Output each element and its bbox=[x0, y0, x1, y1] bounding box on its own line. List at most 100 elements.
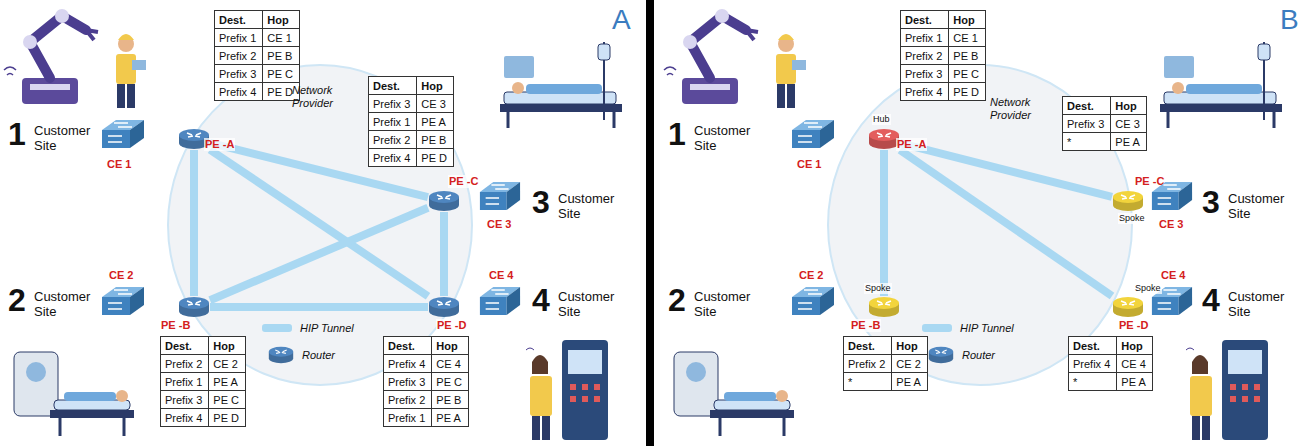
pe-router: PE -B bbox=[178, 296, 210, 318]
table-cell: Prefix 2 bbox=[384, 391, 431, 409]
site-label: Customer Site bbox=[558, 290, 630, 320]
pe-router: SpokePE -D bbox=[1112, 296, 1144, 318]
ce-switch: CE 2 bbox=[100, 285, 146, 317]
table-cell: PE A bbox=[431, 409, 468, 426]
routing-table: Dest.HopPrefix 4CE 4Prefix 3PE CPrefix 2… bbox=[383, 336, 469, 427]
table-cell: Prefix 4 bbox=[901, 83, 948, 100]
switch-icon bbox=[790, 118, 836, 150]
pe-router: SpokePE -B bbox=[868, 296, 900, 318]
role-label: Hub bbox=[872, 114, 891, 125]
device-label: PE -A bbox=[896, 138, 927, 151]
routing-table: Dest.HopPrefix 2CE 2*PE A bbox=[843, 336, 928, 391]
legend-item: HIP Tunnel bbox=[922, 322, 1014, 334]
ce-switch: CE 1 bbox=[100, 118, 146, 150]
legend-text: HIP Tunnel bbox=[300, 322, 354, 334]
site-label: Customer Site bbox=[558, 192, 630, 222]
table-cell: Prefix 2 bbox=[215, 47, 262, 65]
table-cell: Prefix 3 bbox=[161, 391, 208, 409]
routing-table: Dest.HopPrefix 3CE 3Prefix 1PE APrefix 2… bbox=[368, 76, 454, 167]
site-number: 4 bbox=[532, 284, 550, 316]
table-cell: Prefix 3 bbox=[901, 65, 948, 83]
legend-symbol bbox=[268, 346, 294, 364]
table-cell: * bbox=[1063, 133, 1110, 150]
region-label: Network Provider bbox=[292, 84, 362, 109]
ce-switch: CE 3 bbox=[1150, 180, 1194, 212]
table-cell: Prefix 3 bbox=[1063, 115, 1110, 133]
table-cell: CE 1 bbox=[948, 29, 985, 47]
router-icon bbox=[1112, 296, 1144, 318]
device-label: PE -D bbox=[1118, 319, 1149, 332]
pe-router: PE -C bbox=[428, 190, 460, 212]
table-cell: Prefix 1 bbox=[384, 409, 431, 426]
legend-text: Router bbox=[302, 349, 335, 361]
table-header: Hop bbox=[891, 337, 926, 355]
table-cell: PE C bbox=[431, 373, 468, 391]
table-cell: PE A bbox=[416, 113, 453, 131]
table-header: Dest. bbox=[1069, 337, 1116, 355]
site-number: 3 bbox=[1202, 186, 1220, 218]
table-cell: Prefix 1 bbox=[369, 113, 416, 131]
switch-icon bbox=[790, 285, 836, 317]
table-cell: Prefix 4 bbox=[369, 149, 416, 166]
routing-table: Dest.HopPrefix 1CE 1Prefix 2PE BPrefix 3… bbox=[900, 10, 986, 101]
site-number: 1 bbox=[668, 118, 686, 150]
legend-text: Router bbox=[962, 349, 995, 361]
router-icon bbox=[178, 296, 210, 318]
table-cell: CE 2 bbox=[891, 355, 926, 373]
legend-item: Router bbox=[928, 346, 995, 364]
table-cell: Prefix 1 bbox=[161, 373, 208, 391]
panel-letter: A bbox=[612, 6, 631, 34]
legend-symbol bbox=[928, 346, 954, 364]
device-label: CE 1 bbox=[106, 158, 132, 171]
device-label: PE -A bbox=[204, 138, 235, 151]
table-header: Hop bbox=[416, 77, 453, 95]
table-cell: Prefix 1 bbox=[901, 29, 948, 47]
routing-table: Dest.HopPrefix 2CE 2Prefix 1PE APrefix 3… bbox=[160, 336, 246, 427]
device-label: PE -B bbox=[850, 319, 881, 332]
device-label: CE 2 bbox=[108, 269, 134, 282]
pe-router: PE -CSpoke bbox=[1112, 190, 1144, 212]
router-icon bbox=[868, 296, 900, 318]
table-header: Dest. bbox=[369, 77, 416, 95]
table-header: Hop bbox=[208, 337, 245, 355]
legend-text: HIP Tunnel bbox=[960, 322, 1014, 334]
site-label: Customer Site bbox=[34, 290, 106, 320]
device-label: CE 4 bbox=[488, 269, 514, 282]
ce-switch: CE 3 bbox=[478, 180, 522, 212]
table-cell: Prefix 2 bbox=[161, 355, 208, 373]
table-header: Dest. bbox=[161, 337, 208, 355]
role-label: Spoke bbox=[1118, 213, 1146, 224]
table-cell: PE B bbox=[416, 131, 453, 149]
device-label: CE 4 bbox=[1160, 269, 1186, 282]
table-cell: CE 4 bbox=[431, 355, 468, 373]
hip-tunnel bbox=[900, 150, 1112, 296]
router-icon bbox=[928, 346, 954, 364]
legend-swatch bbox=[262, 324, 292, 332]
table-cell: Prefix 4 bbox=[161, 409, 208, 426]
table-header: Dest. bbox=[384, 337, 431, 355]
pe-router: PE -D bbox=[428, 296, 460, 318]
table-header: Hop bbox=[948, 11, 985, 29]
switch-icon bbox=[100, 118, 146, 150]
table-cell: CE 1 bbox=[262, 29, 299, 47]
routing-table: Dest.HopPrefix 1CE 1Prefix 2PE BPrefix 3… bbox=[214, 10, 300, 101]
table-header: Hop bbox=[1110, 97, 1145, 115]
site-label: Customer Site bbox=[694, 124, 766, 154]
table-header: Dest. bbox=[1063, 97, 1110, 115]
table-cell: PE B bbox=[431, 391, 468, 409]
pe-router: HubPE -A bbox=[868, 128, 900, 150]
device-label: PE -C bbox=[448, 175, 479, 188]
table-cell: PE A bbox=[1116, 373, 1151, 390]
table-cell: * bbox=[1069, 373, 1116, 390]
table-header: Dest. bbox=[844, 337, 891, 355]
hip-tunnel bbox=[440, 212, 448, 296]
table-header: Dest. bbox=[901, 11, 948, 29]
table-cell: PE A bbox=[208, 373, 245, 391]
table-cell: Prefix 3 bbox=[369, 95, 416, 113]
panel-divider bbox=[646, 0, 654, 446]
table-cell: Prefix 2 bbox=[369, 131, 416, 149]
table-cell: CE 3 bbox=[416, 95, 453, 113]
role-label: Spoke bbox=[1134, 283, 1162, 294]
table-cell: Prefix 4 bbox=[384, 355, 431, 373]
table-cell: Prefix 4 bbox=[215, 83, 262, 100]
